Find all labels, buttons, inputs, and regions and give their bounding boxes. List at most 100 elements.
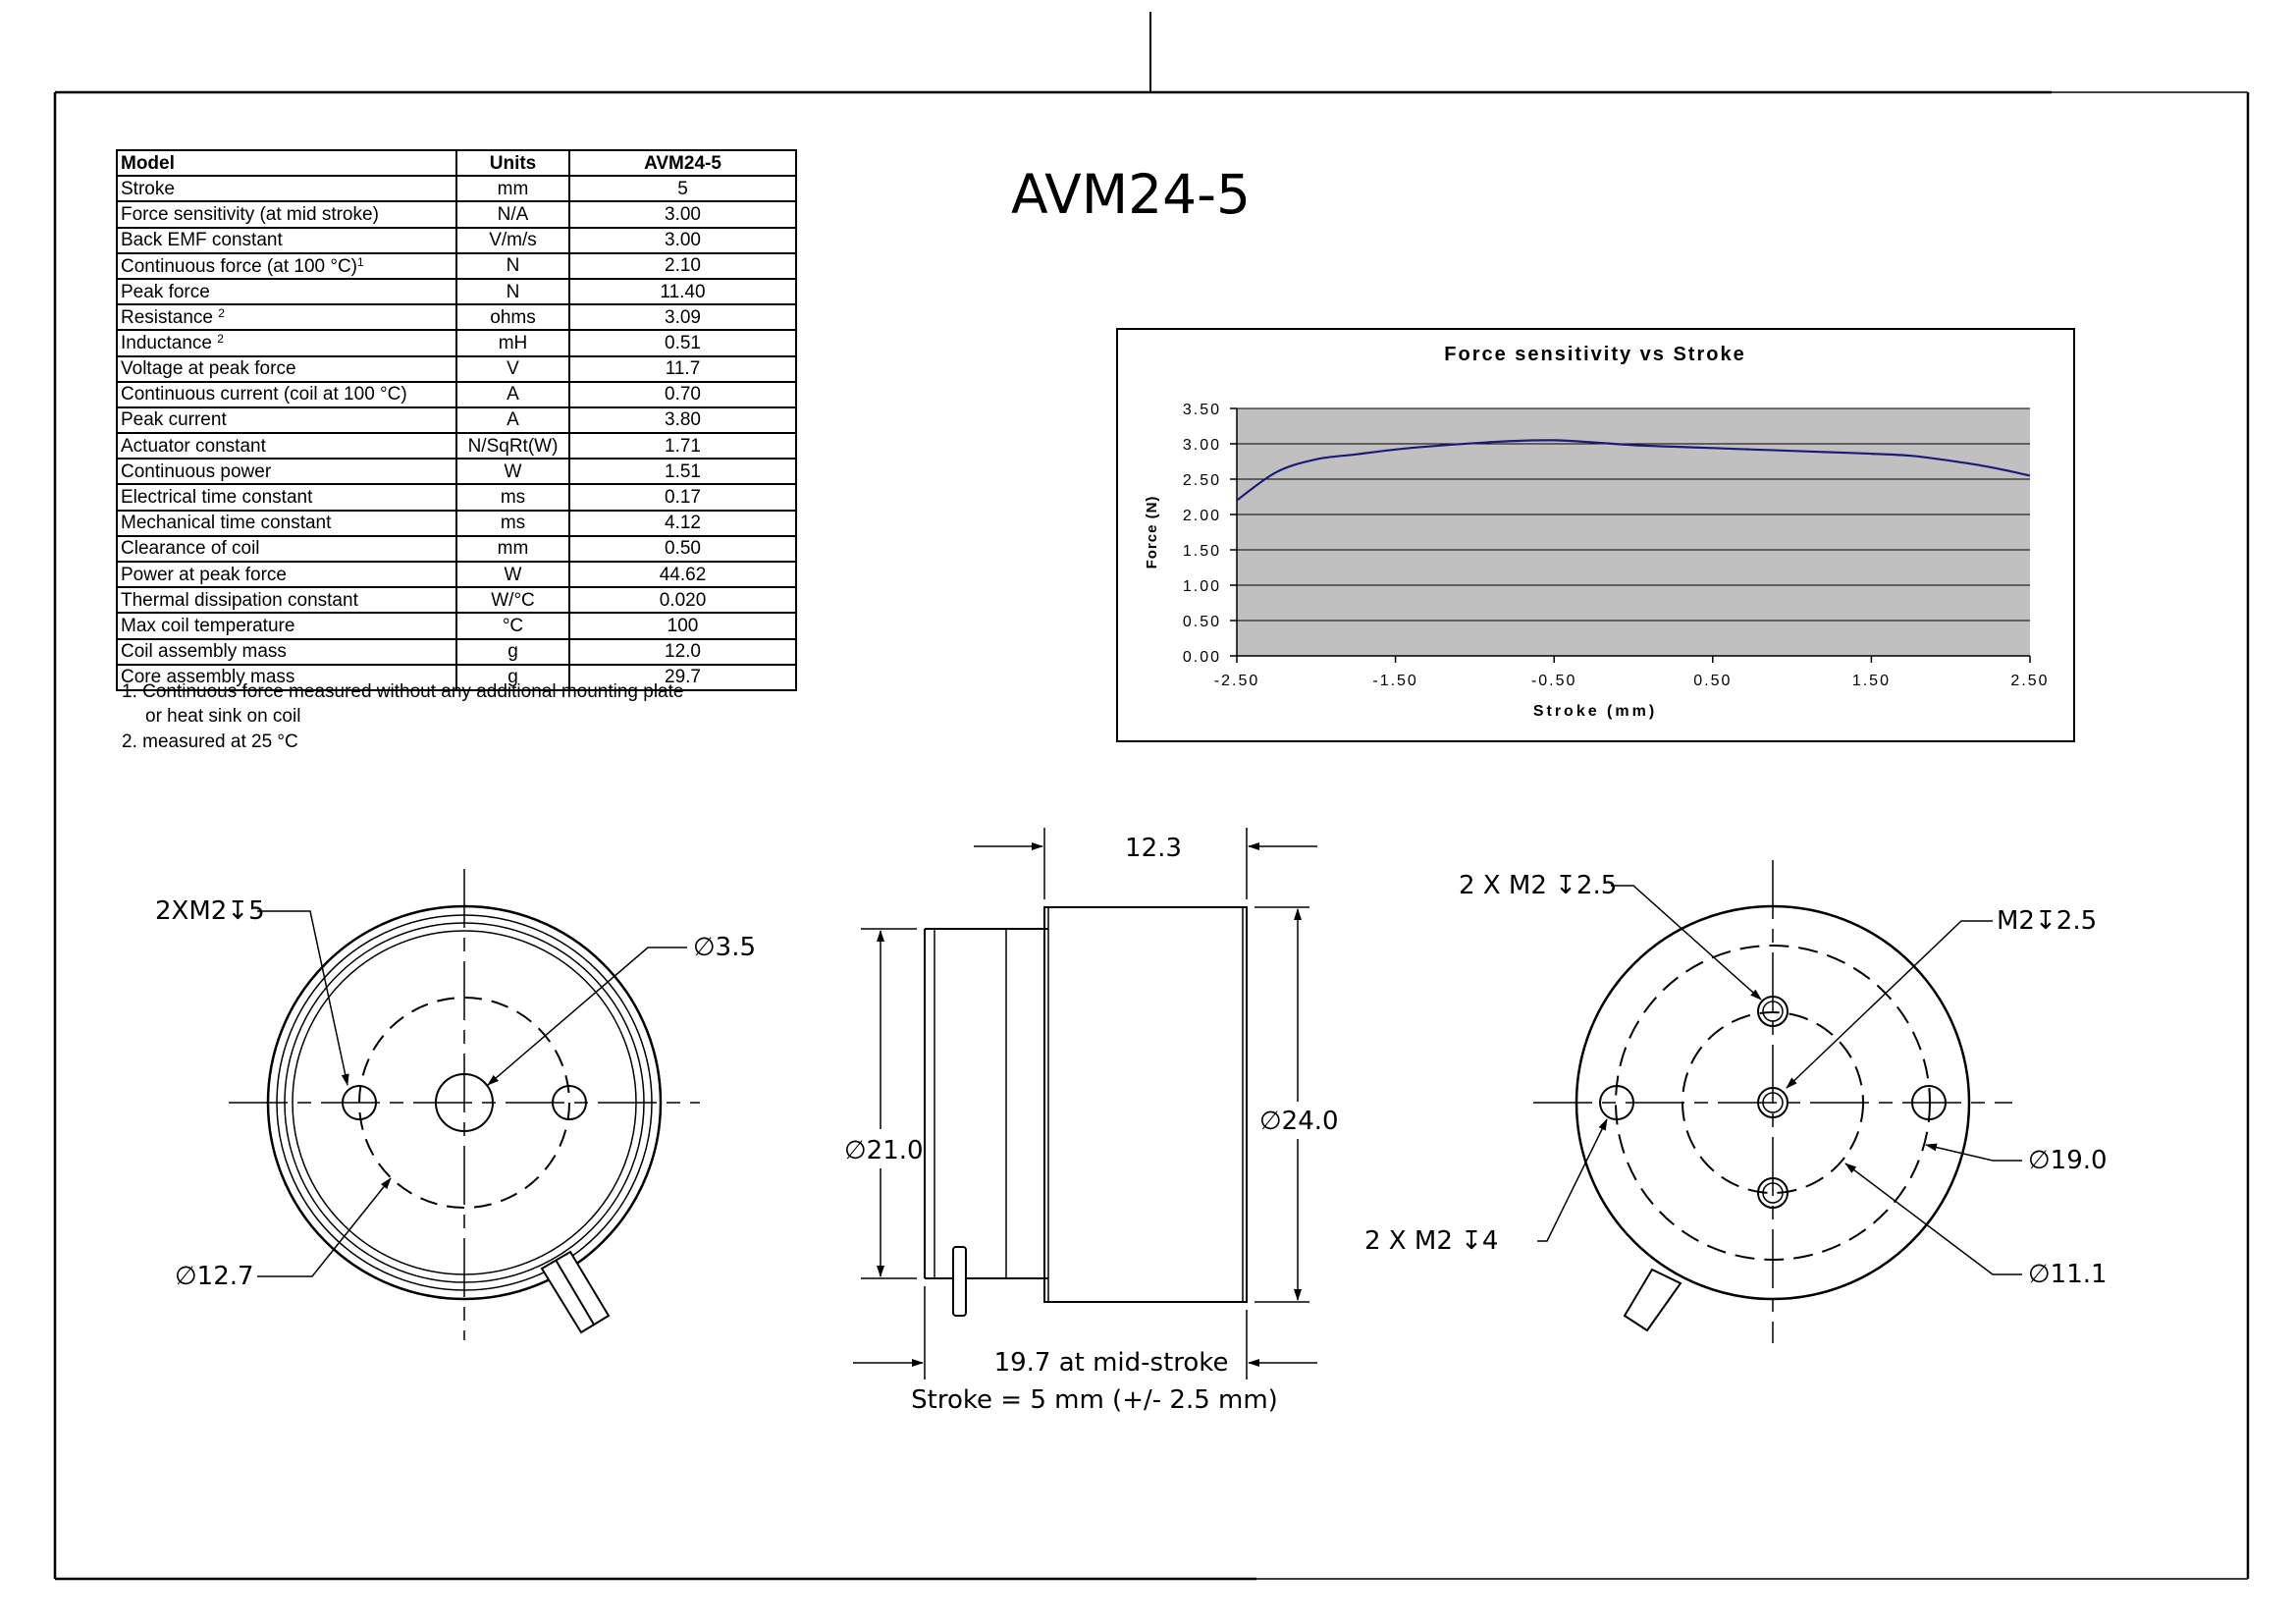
parameter-cell: Force sensitivity (at mid stroke): [116, 200, 457, 229]
y-ticks: 0.000.501.001.502.002.503.003.50: [1183, 402, 1237, 666]
value-cell: 0.51: [568, 329, 797, 357]
series-line: [1236, 439, 2031, 502]
depth-symbol: ↧: [227, 896, 248, 926]
y-tick-label: 2.00: [1183, 508, 1221, 524]
unit-cell: ms: [455, 509, 570, 537]
unit-cell: N: [455, 277, 570, 306]
body-dia-label: 24.0: [1282, 1107, 1339, 1136]
parameter-cell: Coil assembly mass: [116, 637, 457, 666]
parameter-cell: Electrical time constant: [116, 483, 457, 512]
note-1-line-1: 1. Continuous force measured without any…: [122, 681, 684, 702]
unit-cell: mm: [455, 175, 570, 203]
parameter-name: Power at peak force: [121, 564, 287, 585]
unit-cell: g: [455, 637, 570, 666]
diameter-symbol: ∅: [2028, 1146, 2051, 1175]
note-2: 2. measured at 25 °C: [122, 731, 298, 752]
side-holes-label: 2 X M2: [1364, 1226, 1453, 1256]
value-cell: 3.00: [568, 226, 797, 254]
product-title: AVM24-5: [1011, 163, 1251, 226]
right-view: [1533, 860, 2022, 1343]
parameter-name: Voltage at peak force: [121, 358, 296, 380]
tapped-holes-label: 2XM2: [155, 896, 227, 926]
side-depth-label: 4: [1482, 1226, 1499, 1256]
grid-lines: [1237, 407, 2030, 622]
force-chart: Force sensitivity vs Stroke 0.000.501.00…: [1116, 328, 2075, 742]
parameter-cell: Continuous current (coil at 100 °C): [116, 380, 457, 408]
depth-symbol: ↧: [2035, 906, 2056, 936]
value-cell: 1.51: [568, 458, 797, 486]
sheet-frame: [53, 12, 2250, 1581]
value-cell: 44.62: [568, 560, 797, 589]
x-tick-label: 0.50: [1693, 673, 1732, 689]
center-hole-label: M2: [1997, 906, 2035, 936]
parameter-cell: Voltage at peak force: [116, 354, 457, 383]
parameter-cell: Inductance 2: [116, 329, 457, 357]
value-cell: 2.10: [568, 251, 797, 280]
core-dia-label: 21.0: [867, 1136, 924, 1165]
svg-text:2XM2↧5: 2XM2↧5: [155, 896, 265, 926]
unit-cell: N/A: [455, 200, 570, 229]
x-tick-label: 1.50: [1852, 673, 1891, 689]
unit-cell: g: [455, 663, 570, 691]
lead-wire: [540, 1250, 611, 1334]
x-tick-label: -2.50: [1214, 673, 1259, 689]
top-depth-label: 2.5: [1576, 871, 1617, 900]
parameter-cell: Thermal dissipation constant: [116, 586, 457, 615]
mid-stroke-label: 19.7 at mid-stroke: [994, 1348, 1229, 1378]
outer-circle-label: 19.0: [2051, 1146, 2108, 1175]
parameter-cell: Back EMF constant: [116, 226, 457, 254]
left-view: [229, 869, 700, 1340]
parameter-cell: Continuous force (at 100 °C)1: [116, 251, 457, 280]
parameter-name: Peak current: [121, 409, 227, 431]
svg-text:∅21.0: ∅21.0: [844, 1136, 924, 1165]
note-1-line-2: or heat sink on coil: [145, 706, 301, 727]
svg-text:∅19.0: ∅19.0: [2028, 1146, 2108, 1175]
value-cell: 3.00: [568, 200, 797, 229]
diameter-symbol: ∅: [175, 1262, 197, 1291]
side-view-labels: 12.3 ∅24.0 ∅21.0 19.7 at mid-stroke Stro…: [844, 834, 1339, 1415]
spec-table-header: Model Units AVM24-5: [116, 148, 797, 178]
footnote-ref: 2: [217, 332, 224, 347]
depth-symbol: ↧: [1555, 871, 1576, 900]
diameter-symbol: ∅: [2028, 1260, 2051, 1289]
footnote-ref: 1: [357, 254, 364, 269]
stroke-label: Stroke = 5 mm (+/- 2.5 mm): [911, 1385, 1278, 1415]
parameter-name: Max coil temperature: [121, 615, 295, 636]
svg-text:∅12.7: ∅12.7: [175, 1262, 254, 1291]
value-cell: 1.71: [568, 432, 797, 460]
x-tick-label: -1.50: [1372, 673, 1417, 689]
y-tick-label: 1.00: [1183, 578, 1221, 595]
parameter-name: Force sensitivity (at mid stroke): [121, 203, 379, 225]
y-tick-label: 0.00: [1183, 649, 1221, 666]
value-cell: 12.0: [568, 637, 797, 666]
parameter-name: Stroke: [121, 178, 175, 199]
unit-cell: A: [455, 380, 570, 408]
svg-text:M2↧2.5: M2↧2.5: [1997, 906, 2097, 936]
value-cell: 3.80: [568, 406, 797, 435]
value-cell: 0.020: [568, 586, 797, 615]
top-holes-label: 2 X M2: [1459, 871, 1547, 900]
parameter-name: Inductance: [121, 333, 218, 354]
x-tick-label: 2.50: [2010, 673, 2049, 689]
left-view-labels: 2XM2↧5 ∅3.5 ∅12.7: [155, 896, 756, 1291]
svg-text:∅24.0: ∅24.0: [1259, 1107, 1339, 1136]
unit-cell: mm: [455, 534, 570, 564]
y-tick-label: 1.50: [1183, 543, 1221, 560]
unit-cell: W/°C: [455, 586, 570, 615]
value-cell: 100: [568, 612, 797, 640]
plot-area: [1237, 408, 2030, 656]
